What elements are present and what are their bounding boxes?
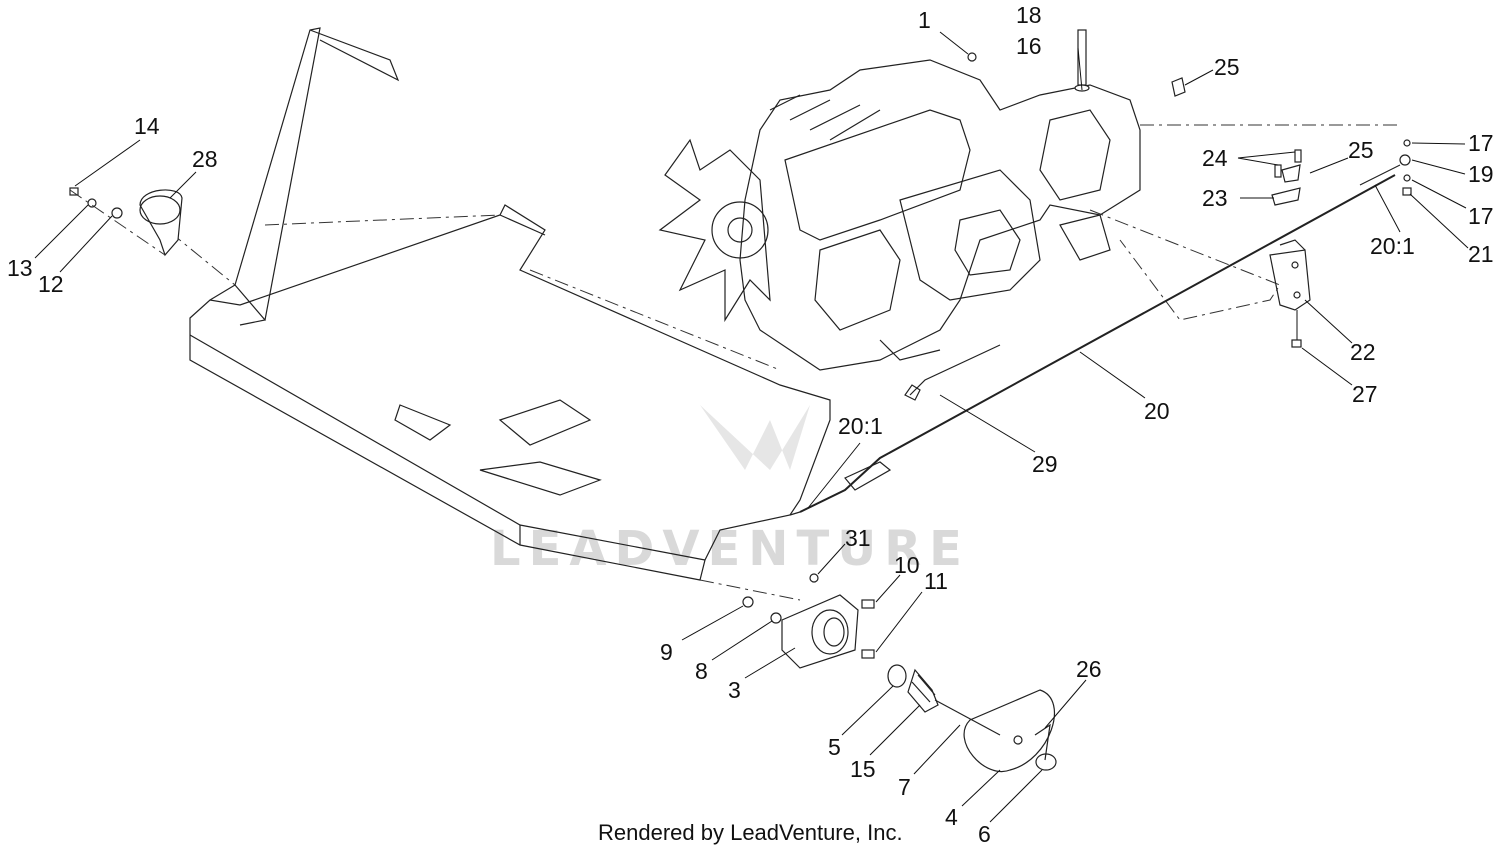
label-23: 23 [1202, 185, 1228, 211]
label-25-top: 25 [1214, 54, 1240, 80]
watermark: LEADVENTURE [490, 405, 970, 577]
label-6: 6 [978, 821, 991, 847]
label-20: 20 [1144, 398, 1170, 424]
watermark-text: LEADVENTURE [490, 521, 970, 577]
label-11: 11 [924, 568, 948, 594]
label-25-right: 25 [1348, 137, 1374, 163]
label-8: 8 [695, 658, 708, 684]
footer-credit: Rendered by LeadVenture, Inc. [598, 820, 903, 845]
label-27: 27 [1352, 381, 1378, 407]
label-7: 7 [898, 774, 911, 800]
part-labels: 1 18 16 25 14 28 13 12 24 25 17 19 23 17… [7, 2, 1494, 847]
label-18: 18 [1016, 2, 1042, 28]
label-9: 9 [660, 639, 673, 665]
label-24: 24 [1202, 145, 1228, 171]
label-20-1-right: 20:1 [1370, 233, 1415, 259]
label-31: 31 [845, 525, 871, 551]
hardware [69, 29, 1412, 257]
label-21: 21 [1468, 241, 1494, 267]
label-1: 1 [918, 7, 931, 33]
label-28: 28 [192, 146, 218, 172]
label-16: 16 [1016, 33, 1042, 59]
label-26: 26 [1076, 656, 1102, 682]
label-10: 10 [894, 552, 920, 578]
label-15: 15 [850, 756, 876, 782]
label-5: 5 [828, 734, 841, 760]
label-3: 3 [728, 677, 741, 703]
label-4: 4 [945, 804, 958, 830]
label-14: 14 [134, 113, 160, 139]
clutch-assembly [742, 573, 1057, 773]
label-19: 19 [1468, 161, 1494, 187]
engine [658, 59, 1400, 371]
sensor-cable [904, 344, 1001, 401]
label-17-top: 17 [1468, 130, 1494, 156]
cable-assembly [789, 154, 1411, 516]
bracket [1269, 239, 1311, 348]
label-13: 13 [7, 255, 33, 281]
label-12: 12 [38, 271, 64, 297]
frame [169, 27, 831, 601]
label-29: 29 [1032, 451, 1058, 477]
label-17-bottom: 17 [1468, 203, 1494, 229]
label-20-1-left: 20:1 [838, 413, 883, 439]
leader-lines [34, 31, 1469, 823]
label-22: 22 [1350, 339, 1376, 365]
